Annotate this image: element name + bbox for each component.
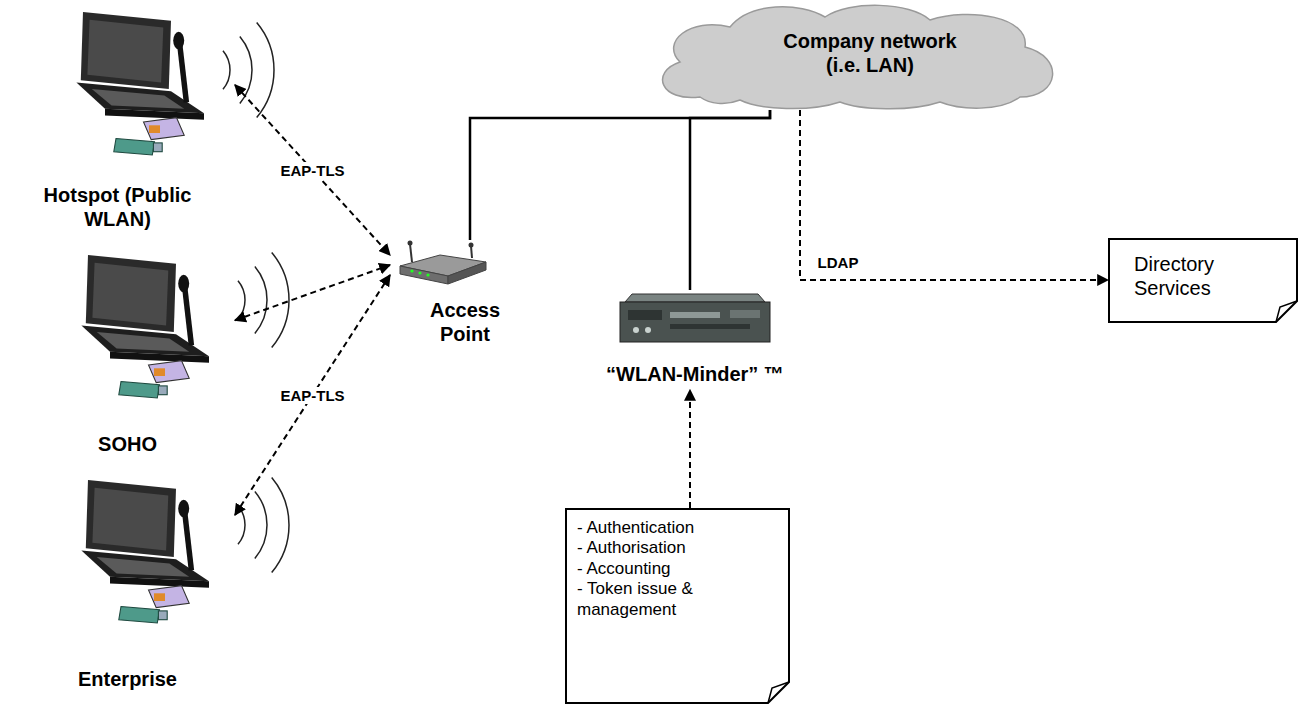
laptop-node: SOHO xyxy=(20,245,235,460)
note-document: - Authentication- Authorisation- Account… xyxy=(565,508,790,704)
edge-label: LDAP xyxy=(815,254,862,271)
document-shape xyxy=(1109,239,1297,322)
note-line: - Accounting xyxy=(577,559,671,579)
node-label: SOHO xyxy=(98,432,157,456)
node-label: Access Point xyxy=(420,298,510,346)
node-label: Enterprise xyxy=(78,667,177,691)
cloud-shape xyxy=(663,5,1053,108)
edge-label: EAP-TLS xyxy=(277,387,347,404)
dashed-connector xyxy=(800,110,1108,280)
note-line: - Authentication xyxy=(577,518,694,538)
page-fold xyxy=(1276,301,1297,322)
dashed-connector xyxy=(235,275,390,515)
note-line: - Token issue & management xyxy=(577,579,747,620)
radio-waves xyxy=(223,22,289,572)
radio-wave xyxy=(272,252,289,347)
laptop-icon xyxy=(76,12,204,155)
wire-connector xyxy=(690,110,770,290)
node-label: Hotspot (Public WLAN) xyxy=(30,183,205,231)
radio-wave xyxy=(238,281,245,320)
radio-wave xyxy=(272,477,289,572)
radio-wave xyxy=(238,506,245,545)
router-icon xyxy=(400,241,486,285)
document-shape xyxy=(566,509,789,703)
radio-wave xyxy=(255,492,267,559)
laptop-icon xyxy=(81,255,209,398)
laptop-node: Hotspot (Public WLAN) xyxy=(0,0,235,235)
radio-wave xyxy=(257,22,274,117)
dashed-connector xyxy=(689,390,691,508)
radio-wave xyxy=(223,51,230,90)
document-node: Directory Services xyxy=(1108,238,1298,323)
access-point-node: Access Point xyxy=(390,240,540,350)
page-fold xyxy=(768,682,789,703)
node-label: Directory Services xyxy=(1134,252,1254,300)
server-appliance-icon xyxy=(620,294,770,342)
note-line: - Authorisation xyxy=(577,538,686,558)
node-label: “WLAN-Minder” ™ xyxy=(606,362,784,386)
dashed-connector xyxy=(235,85,390,255)
edge-label: EAP-TLS xyxy=(277,162,347,179)
wire-connector xyxy=(470,110,770,240)
server-node: “WLAN-Minder” ™ xyxy=(580,290,810,390)
radio-wave xyxy=(255,267,267,334)
network-cloud: Company network (i.e. LAN) xyxy=(640,2,1070,110)
node-label: Company network (i.e. LAN) xyxy=(770,29,970,77)
laptop-node: Enterprise xyxy=(20,470,235,695)
laptop-icon xyxy=(81,480,209,623)
